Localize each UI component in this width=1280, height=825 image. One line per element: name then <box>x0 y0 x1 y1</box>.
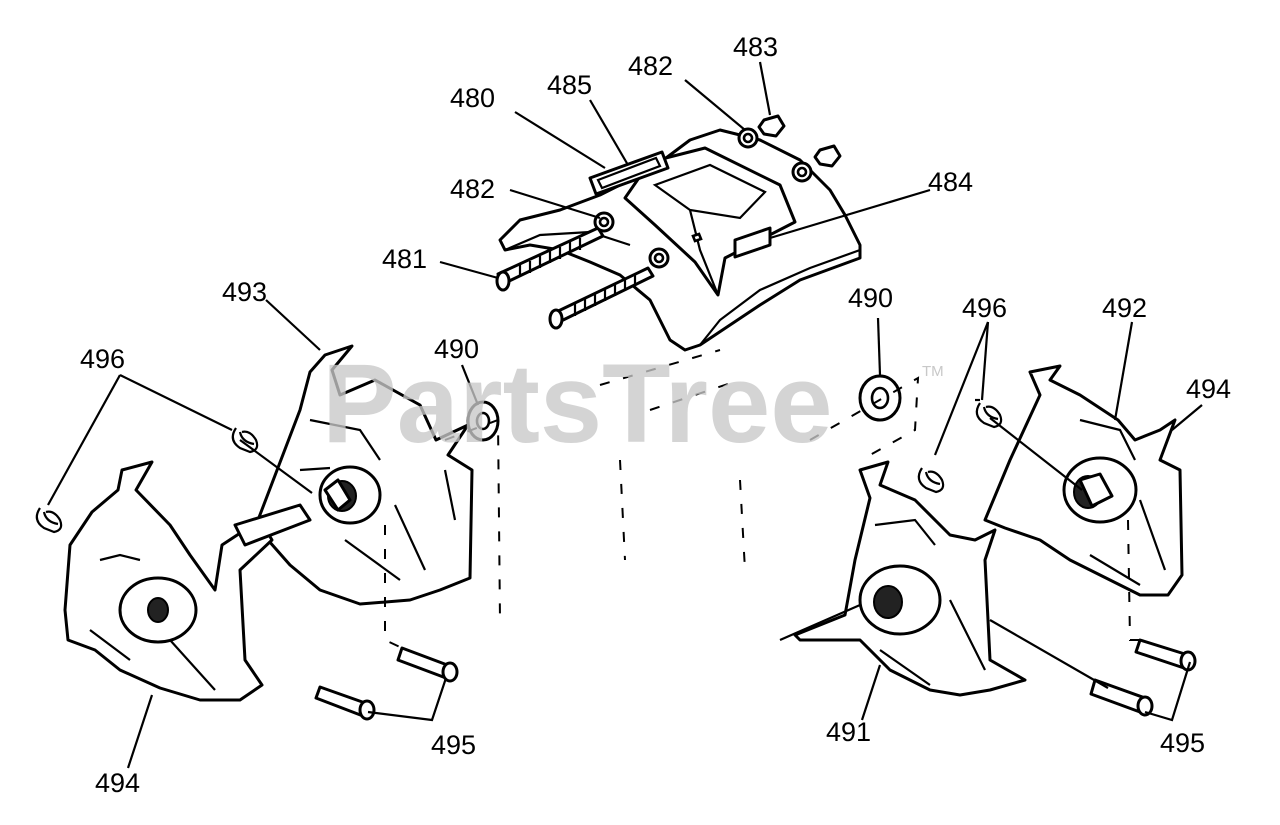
washer-482-d <box>791 161 813 183</box>
callout-490-right: 490 <box>848 283 893 313</box>
washer-490-right <box>858 374 902 422</box>
washer-482-c <box>737 127 759 149</box>
label-484 <box>733 226 772 259</box>
watermark: PartsTree TM <box>322 341 944 466</box>
callout-492: 492 <box>1102 293 1147 323</box>
bolt-481-lower <box>548 266 655 330</box>
callout-480: 480 <box>450 83 495 113</box>
hairpin-496-a <box>35 507 63 534</box>
label-485 <box>588 150 670 196</box>
hairpin-496-b <box>231 427 259 454</box>
callout-496-right: 496 <box>962 293 1007 323</box>
callout-493: 493 <box>222 277 267 307</box>
nut-483-b <box>813 144 842 168</box>
bolt-481 <box>495 226 605 292</box>
callout-485: 485 <box>547 70 592 100</box>
callout-labels: 480 485 482 483 482 484 481 493 496 490 … <box>80 32 1231 798</box>
callout-483: 483 <box>733 32 778 62</box>
callout-490-left: 490 <box>434 334 479 364</box>
tine-494-left <box>63 460 274 702</box>
leader-lines <box>47 61 1203 769</box>
callout-494-right: 494 <box>1186 374 1231 404</box>
pin-495-right-b <box>1134 638 1197 672</box>
callout-482-top: 482 <box>628 51 673 81</box>
tine-491 <box>793 460 1027 697</box>
callout-482-left: 482 <box>450 174 495 204</box>
callout-481: 481 <box>382 244 427 274</box>
hairpin-496-c <box>917 467 945 494</box>
washer-482-a <box>593 211 615 233</box>
tine-493 <box>256 344 474 606</box>
callout-496-left: 496 <box>80 344 125 374</box>
pin-495-left-b <box>396 646 459 683</box>
callout-495-left: 495 <box>431 730 476 760</box>
hairpin-496-d <box>975 402 1003 429</box>
washer-490-left <box>466 400 500 442</box>
callout-494-left: 494 <box>95 768 140 798</box>
tine-492 <box>983 364 1184 597</box>
alignment-lines <box>384 349 1140 649</box>
pin-495-right-a <box>1089 678 1154 717</box>
callout-491: 491 <box>826 717 871 747</box>
washer-482-b <box>648 247 670 269</box>
pin-495-left-a <box>314 685 376 721</box>
callout-484: 484 <box>928 167 973 197</box>
callout-495-right: 495 <box>1160 728 1205 758</box>
nut-483-a <box>757 114 786 138</box>
axle-left <box>233 503 312 547</box>
watermark-text: PartsTree <box>322 341 833 466</box>
watermark-trademark: TM <box>922 363 944 380</box>
